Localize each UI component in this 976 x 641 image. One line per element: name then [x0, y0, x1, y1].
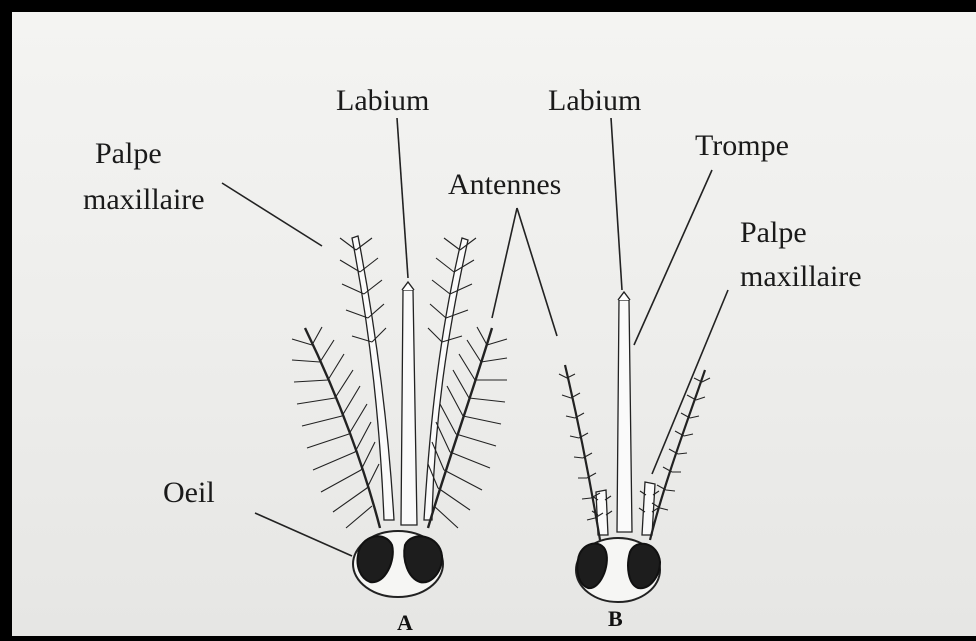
leader-labium-a [397, 118, 408, 278]
label-labium-b: Labium [548, 84, 641, 117]
leader-antennes-a [492, 208, 517, 318]
label-trompe: Trompe [695, 129, 789, 162]
figure-label-b: B [608, 606, 623, 631]
label-palpe-b-line2: maxillaire [740, 260, 862, 293]
label-labium-a: Labium [336, 84, 429, 117]
leader-trompe [634, 170, 712, 345]
labium-b-shaft [617, 300, 632, 532]
label-antennes: Antennes [448, 168, 561, 201]
palp-a-left [352, 236, 394, 520]
antenna-a-left-hairs [292, 327, 379, 528]
label-palpe-a-line2: maxillaire [83, 183, 205, 216]
label-palpe-b-line1: Palpe [740, 216, 807, 249]
antenna-b-left [565, 365, 600, 540]
antenna-b-right-hairs [652, 378, 710, 510]
label-palpe-a-line1: Palpe [95, 137, 162, 170]
leader-oeil [255, 513, 352, 556]
labium-a-shaft [401, 290, 417, 525]
figure-b-drawing [559, 292, 710, 602]
leader-palpe-a [222, 183, 322, 246]
palp-a-right [424, 238, 468, 520]
label-oeil: Oeil [163, 476, 215, 509]
figure-label-a: A [397, 610, 413, 635]
leader-labium-b [611, 118, 622, 290]
leader-antennes-b [517, 208, 557, 336]
labium-a-tip [402, 282, 414, 290]
leader-palpe-b [652, 290, 728, 474]
antenna-b-right [650, 370, 705, 540]
labium-b-tip [618, 292, 630, 300]
eye-a-right [404, 536, 442, 582]
antenna-a-left [305, 328, 380, 528]
